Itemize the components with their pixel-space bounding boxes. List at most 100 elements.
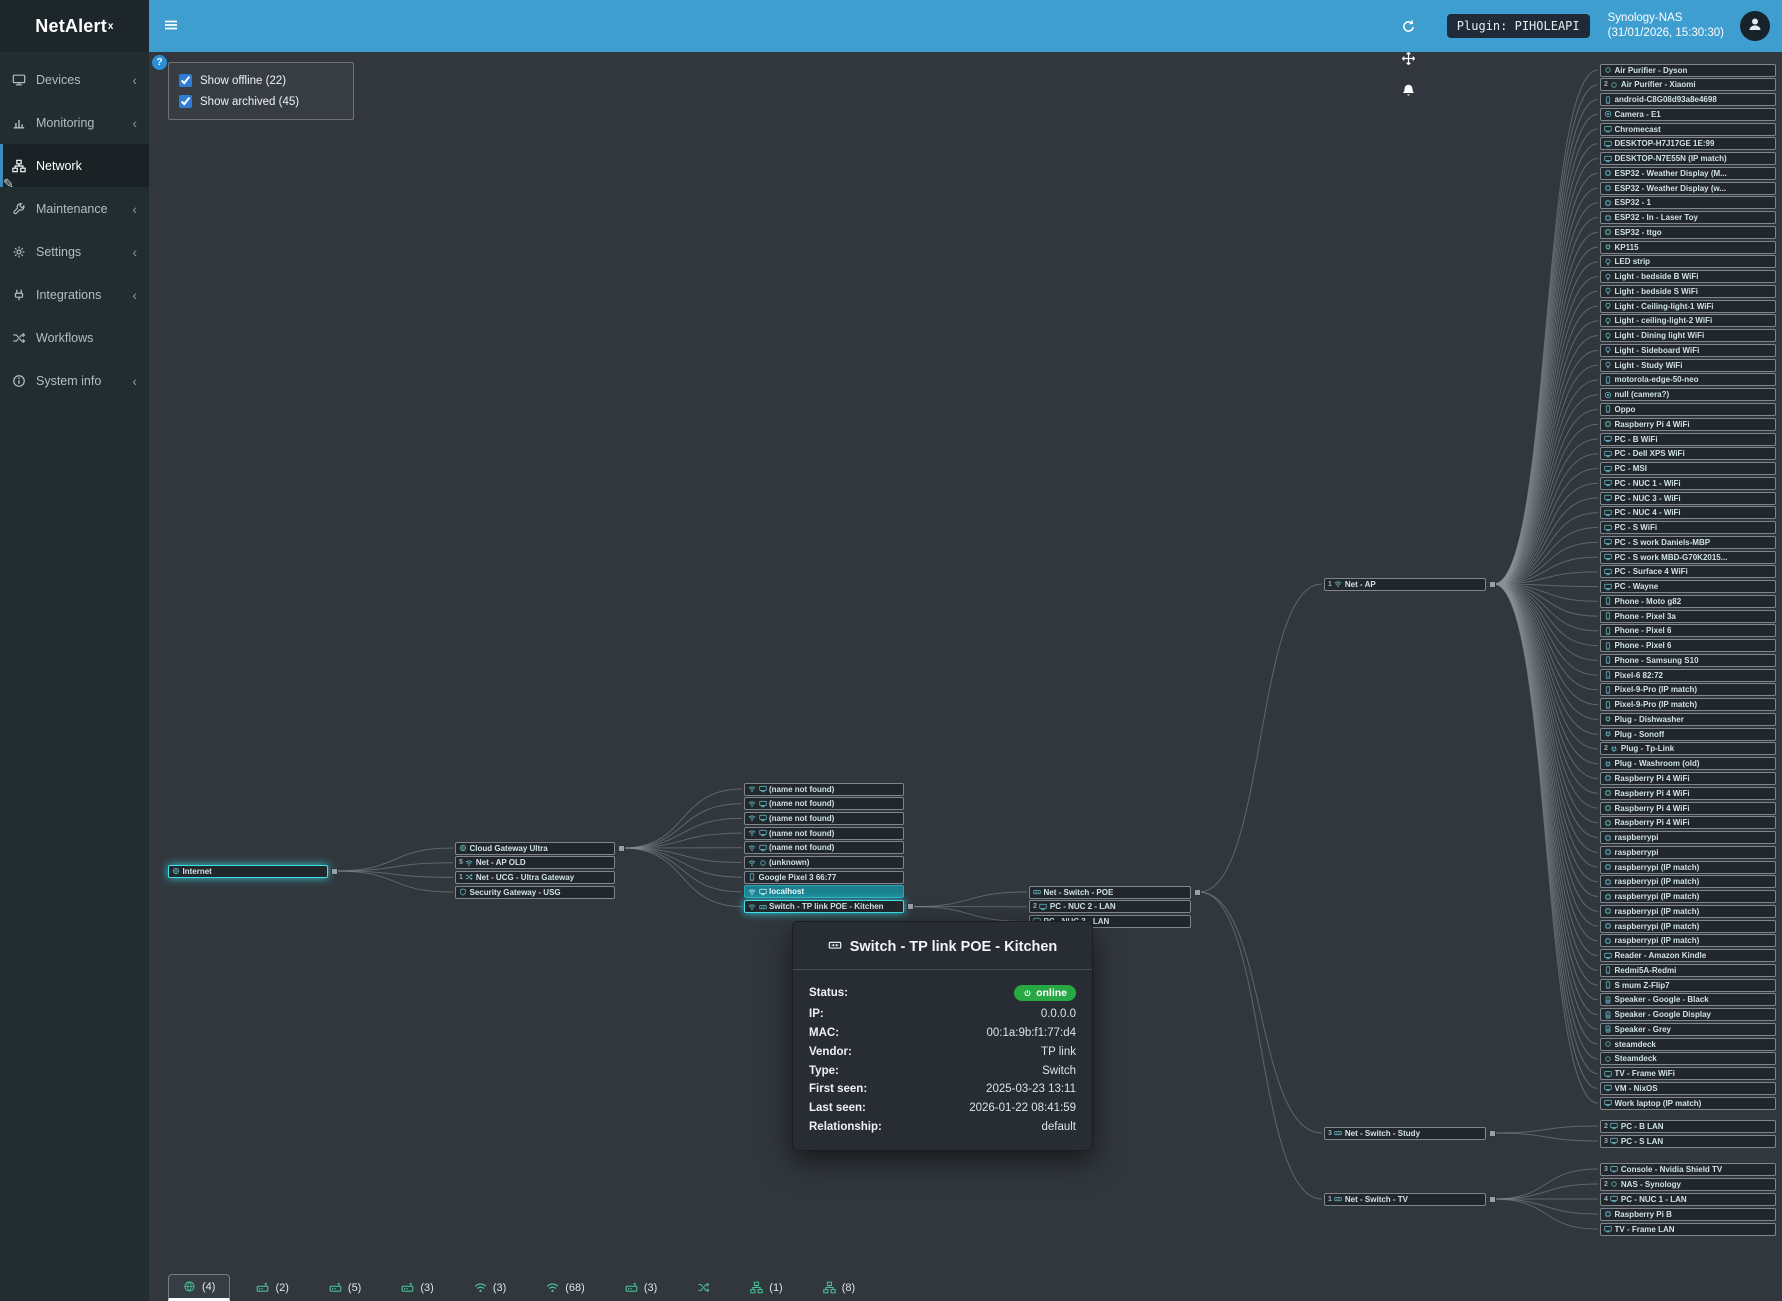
network-node-raspberrypi-ip-match-[interactable]: raspberrypi (IP match) — [1600, 875, 1776, 889]
collapse-toggle[interactable] — [1489, 1129, 1496, 1137]
network-node-pixel-9-pro-ip-match-[interactable]: Pixel-9-Pro (IP match) — [1600, 683, 1776, 697]
sidebar-item-settings[interactable]: Settings‹ — [0, 230, 149, 273]
network-node-led-strip[interactable]: LED strip — [1600, 255, 1776, 269]
network-node-tv-frame-wifi[interactable]: TV - Frame WiFi — [1600, 1067, 1776, 1081]
network-node-pixel-6-82-72[interactable]: Pixel-6 82:72 — [1600, 668, 1776, 682]
network-node-kp115[interactable]: KP115 — [1600, 240, 1776, 254]
sidebar-item-network[interactable]: Network — [0, 144, 149, 187]
network-node-light-bedside-s-wifi[interactable]: Light - bedside S WiFi — [1600, 284, 1776, 298]
network-node-pc-b-wifi[interactable]: PC - B WiFi — [1600, 432, 1776, 446]
sidebar-item-integrations[interactable]: Integrations‹ — [0, 273, 149, 316]
network-node-raspberry-pi-4-wifi[interactable]: Raspberry Pi 4 WiFi — [1600, 417, 1776, 431]
show-offline-checkbox[interactable] — [179, 74, 192, 87]
filter-tab-9-sitemap[interactable]: (1) — [736, 1274, 796, 1301]
collapse-toggle[interactable] — [618, 844, 625, 852]
collapse-toggle[interactable] — [1194, 888, 1201, 896]
network-node-nnf-1[interactable]: (name not found) — [744, 782, 904, 796]
network-node-raspberrypi-ip-match-[interactable]: raspberrypi (IP match) — [1600, 919, 1776, 933]
collapse-toggle[interactable] — [1489, 580, 1496, 588]
network-node-raspberry-pi-4-wifi[interactable]: Raspberry Pi 4 WiFi — [1600, 771, 1776, 785]
network-node-speaker-grey[interactable]: Speaker - Grey — [1600, 1022, 1776, 1036]
network-node-esp32-weather-display-m-[interactable]: ESP32 - Weather Display (M... — [1600, 166, 1776, 180]
network-node-unknown[interactable]: (unknown) — [744, 856, 904, 869]
sidebar-item-maintenance[interactable]: Maintenance‹ — [0, 187, 149, 230]
bell-button[interactable] — [1393, 74, 1425, 106]
network-node-nnf-2[interactable]: (name not found) — [744, 797, 904, 811]
network-node-raspberrypi-ip-match-[interactable]: raspberrypi (IP match) — [1600, 934, 1776, 948]
network-node-switch-kitchen[interactable]: Switch - TP link POE - Kitchen — [744, 900, 914, 914]
network-node-sw-poe[interactable]: Net - Switch - POE — [1029, 885, 1201, 899]
network-node-pc-wayne[interactable]: PC - Wayne — [1600, 580, 1776, 594]
network-node-desktop-h7j17ge-1e-99[interactable]: DESKTOP-H7J17GE 1E:99 — [1600, 137, 1776, 151]
filter-tab-7-router[interactable]: (3) — [611, 1274, 671, 1301]
sidebar-item-devices[interactable]: Devices‹ — [0, 58, 149, 101]
network-node-motorola-edge-50-neo[interactable]: motorola-edge-50-neo — [1600, 373, 1776, 387]
network-node-speaker-google-display[interactable]: Speaker - Google Display — [1600, 1008, 1776, 1022]
filter-tab-10-sitemap[interactable]: (8) — [809, 1274, 869, 1301]
network-node-esp32-in-laser-toy[interactable]: ESP32 - In - Laser Toy — [1600, 211, 1776, 225]
network-node-phone-moto-g82[interactable]: Phone - Moto g82 — [1600, 594, 1776, 608]
network-node-plug-washroom-old-[interactable]: Plug - Washroom (old) — [1600, 757, 1776, 771]
network-node-raspberrypi-ip-match-[interactable]: raspberrypi (IP match) — [1600, 890, 1776, 904]
network-node-tv-frame-lan[interactable]: TV - Frame LAN — [1600, 1222, 1776, 1236]
network-node-phone-pixel-6[interactable]: Phone - Pixel 6 — [1600, 639, 1776, 653]
network-node-internet[interactable]: Internet — [168, 864, 338, 878]
network-node-plug-sonoff[interactable]: Plug - Sonoff — [1600, 727, 1776, 741]
network-node-pc-s-work-daniels-mbp[interactable]: PC - S work Daniels-MBP — [1600, 535, 1776, 549]
network-node-chromecast[interactable]: Chromecast — [1600, 122, 1776, 136]
network-node-light-ceiling-light-1-wifi[interactable]: Light - Ceiling-light-1 WiFi — [1600, 299, 1776, 313]
network-node-light-dining-light-wifi[interactable]: Light - Dining light WiFi — [1600, 329, 1776, 343]
network-node-pc-msi[interactable]: PC - MSI — [1600, 462, 1776, 476]
network-node-pixel-9-pro-ip-match-[interactable]: Pixel-9-Pro (IP match) — [1600, 698, 1776, 712]
network-node-pixel3[interactable]: Google Pixel 3 66:77 — [744, 870, 904, 884]
filter-tab-2-router[interactable]: (2) — [242, 1274, 302, 1301]
network-node-localhost[interactable]: localhost — [744, 885, 904, 899]
network-node-reader-amazon-kindle[interactable]: Reader - Amazon Kindle — [1600, 949, 1776, 963]
network-node-nnf-5[interactable]: (name not found) — [744, 841, 904, 855]
network-node-light-study-wifi[interactable]: Light - Study WiFi — [1600, 358, 1776, 372]
network-node-esp32-weather-display-w-[interactable]: ESP32 - Weather Display (w... — [1600, 181, 1776, 195]
filter-tab-5-wifi[interactable]: (3) — [460, 1274, 520, 1301]
network-node-esp32-1[interactable]: ESP32 - 1 — [1600, 196, 1776, 210]
network-node-pc-nuc-1-wifi[interactable]: PC - NUC 1 - WiFi — [1600, 476, 1776, 490]
network-node-light-bedside-b-wifi[interactable]: Light - bedside B WiFi — [1600, 270, 1776, 284]
network-node-null-camera-[interactable]: null (camera?) — [1600, 388, 1776, 402]
network-node-pc-s-wifi[interactable]: PC - S WiFi — [1600, 521, 1776, 535]
network-node-light-ceiling-light-2-wifi[interactable]: Light - ceiling-light-2 WiFi — [1600, 314, 1776, 328]
network-node-raspberrypi[interactable]: raspberrypi — [1600, 845, 1776, 859]
network-node-plug-dishwasher[interactable]: Plug - Dishwasher — [1600, 712, 1776, 726]
network-node-raspberrypi[interactable]: raspberrypi — [1600, 831, 1776, 845]
network-node-cgu[interactable]: Cloud Gateway Ultra — [455, 841, 625, 855]
filter-tab-3-router[interactable]: (5) — [315, 1274, 375, 1301]
network-node-pc-s-work-mbd-g70k2015-[interactable]: PC - S work MBD-G70K2015... — [1600, 550, 1776, 564]
show-archived-checkbox[interactable] — [179, 95, 192, 108]
network-node-s-mum-z-flip7[interactable]: S mum Z-Flip7 — [1600, 978, 1776, 992]
filter-tab-8-shuffle[interactable] — [683, 1274, 724, 1301]
move-button[interactable] — [1393, 42, 1425, 74]
network-node-camera-e1[interactable]: Camera - E1 — [1600, 107, 1776, 121]
sidebar-item-monitoring[interactable]: Monitoring‹ — [0, 101, 149, 144]
network-node-raspberrypi-ip-match-[interactable]: raspberrypi (IP match) — [1600, 860, 1776, 874]
sidebar-item-workflows[interactable]: Workflows — [0, 316, 149, 359]
network-node-phone-samsung-s10[interactable]: Phone - Samsung S10 — [1600, 653, 1776, 667]
collapse-toggle[interactable] — [1489, 1195, 1496, 1203]
network-node-raspberry-pi-4-wifi[interactable]: Raspberry Pi 4 WiFi — [1600, 816, 1776, 830]
network-node-pc-surface-4-wifi[interactable]: PC - Surface 4 WiFi — [1600, 565, 1776, 579]
help-icon[interactable]: ? — [152, 55, 167, 70]
network-node-work-laptop-ip-match-[interactable]: Work laptop (IP match) — [1600, 1096, 1776, 1110]
network-node-light-sideboard-wifi[interactable]: Light - Sideboard WiFi — [1600, 343, 1776, 357]
edit-pencil-icon[interactable]: ✎ — [3, 176, 14, 191]
network-node-oppo[interactable]: Oppo — [1600, 402, 1776, 416]
